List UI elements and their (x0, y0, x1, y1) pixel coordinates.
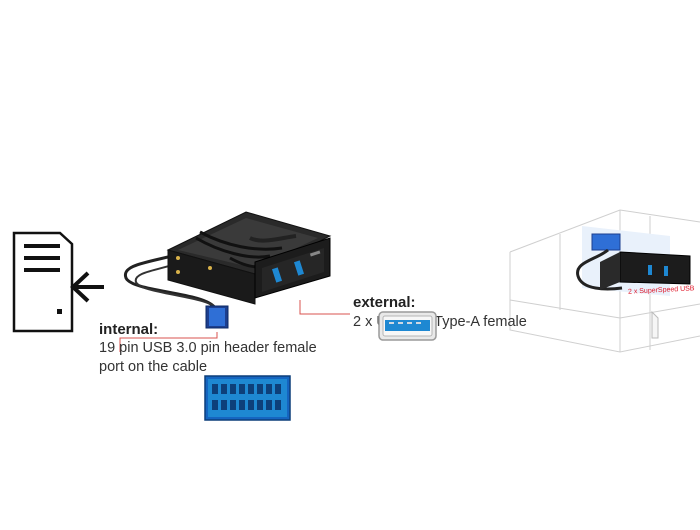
internal-desc-line1: 19 pin USB 3.0 pin header female (99, 340, 317, 356)
internal-desc-line2: port on the cable (99, 359, 208, 375)
internal-title: internal: (99, 321, 159, 338)
external-desc: 2 x USB 3.0 Type-A female (353, 314, 527, 330)
external-title: external: (353, 294, 416, 311)
superspeed-label: 2 x SuperSpeed USB (627, 285, 695, 296)
